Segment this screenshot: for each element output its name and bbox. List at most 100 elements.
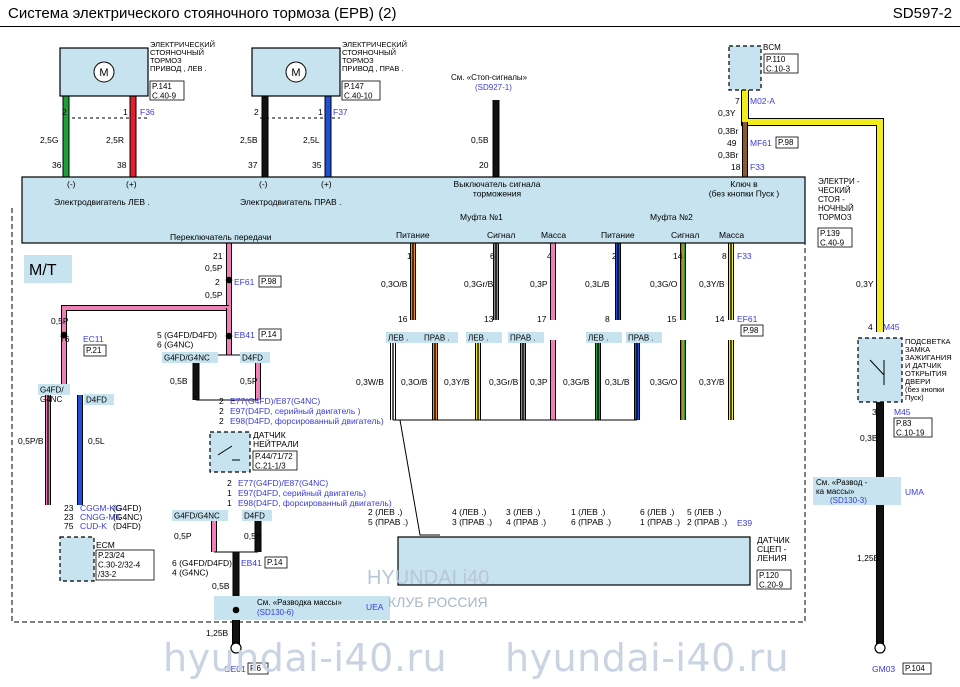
epb-module-box xyxy=(21,176,806,244)
cl-top-wire-5: 0,3Y/B xyxy=(699,279,725,289)
gp-gnd-ref: См. «Разводка массы» xyxy=(257,598,342,607)
clutch-tag-4-bg xyxy=(586,332,622,343)
gp-pin76: 76 xyxy=(60,334,70,344)
ign-switch-icon xyxy=(869,359,885,385)
page-title: Система электрического стояночного тормо… xyxy=(8,5,397,22)
cl-ref-ef61-frame xyxy=(740,324,764,337)
gp-conn-ec11: EC11 xyxy=(83,334,104,344)
diagram-code: SD597-2 xyxy=(892,5,952,22)
gp-w2-b: 0,5B xyxy=(244,531,262,541)
ecu-ground-1: Масса xyxy=(541,230,566,240)
ecu-pin-37: 37 xyxy=(248,160,258,170)
eb41-dot xyxy=(225,332,233,340)
rp-gnd-conn: UMA xyxy=(905,487,924,497)
cl-low-wire-5: 0,3G/B xyxy=(563,377,590,387)
wire-label-2-5b: 2,5B xyxy=(240,135,258,145)
ecu-plus1: (+) xyxy=(126,179,137,189)
gp-ref-ef61-frame xyxy=(258,275,282,288)
cl-top-wire-1: 0,3Gr/B xyxy=(464,279,494,289)
ecu-plus2: (+) xyxy=(321,179,332,189)
gp-conn-eb41: EB41 xyxy=(234,330,255,340)
gp-ecm: ECM xyxy=(96,540,115,550)
cl-pins-d: 1 (ЛЕВ .)6 (ПРАВ .) xyxy=(571,507,611,527)
motor-left-ref-frame xyxy=(149,80,185,101)
mt-frame xyxy=(11,208,806,623)
gp-ref-eb41b-frame xyxy=(264,556,288,569)
gp-ref-ec11: P.21 xyxy=(86,346,102,355)
gp-w1: 0,5P xyxy=(205,263,223,273)
gp-ecm-ref-frame xyxy=(95,549,155,581)
ecu-minus1: (-) xyxy=(67,179,76,189)
cl-mid-pin-4: 15 xyxy=(667,314,677,324)
mt-label: М/Т xyxy=(29,262,57,279)
gp-tag-g4: G4FD/G4NC xyxy=(164,354,210,363)
clutch-tag-5: ПРАВ . xyxy=(628,334,654,343)
ecu-signal-2: Сигнал xyxy=(671,230,699,240)
rp-ref-frame xyxy=(893,417,933,438)
clutch-tag-1: ПРАВ . xyxy=(424,334,450,343)
wire-label-2-5g: 2,5G xyxy=(40,135,58,145)
gp-gnd-conn: UEA xyxy=(366,602,384,612)
motor-icon-m-0: M xyxy=(99,67,108,79)
gp-conn-eb41b: EB41 xyxy=(241,558,262,568)
cl-mid-pin-5: 14 xyxy=(715,314,725,324)
gp-tag-d4: D4FD xyxy=(242,354,263,363)
bcm-wire1: 0,3Y xyxy=(718,108,736,118)
ecu-motor-r: Электродвигатель ПРАВ . xyxy=(240,197,341,207)
bcm-box xyxy=(728,45,762,91)
ecu-pin-36: 36 xyxy=(52,160,62,170)
uma-bg xyxy=(813,477,901,505)
gp-gnd-p: P.6 xyxy=(250,664,262,673)
motor-right-ref-frame xyxy=(341,80,381,101)
cl-low-wire-1: 0,3O/B xyxy=(401,377,428,387)
ecm-box xyxy=(59,536,95,582)
cl-ref-ef61: P.98 xyxy=(743,326,759,335)
wire-layer xyxy=(11,90,884,645)
stop-ref-link: (SD927-1) xyxy=(475,83,512,92)
watermark-logo: HYUNDAI i40 xyxy=(367,567,489,589)
stop-ref-text: См. «Стоп-сигналы» xyxy=(451,73,528,82)
ec11-dot xyxy=(60,331,68,339)
wire-label-2-5l: 2,5L xyxy=(303,135,320,145)
motor-icon-0 xyxy=(93,61,115,83)
gp-conn-ef61: EF61 xyxy=(234,277,255,287)
cl-conn-f33: F33 xyxy=(737,251,752,261)
motor-right-conn: F37 xyxy=(333,107,348,117)
motor-left-pin-a: 2 xyxy=(62,107,67,117)
gp-tag2-d4-bg xyxy=(242,510,272,521)
ecu-key: Ключ в(без кнопки Пуск ) xyxy=(709,179,780,199)
gp-w2: 0,5P xyxy=(205,290,223,300)
gp-gnd: GE01 xyxy=(224,664,246,674)
gp-e77-lines: E77(G4FD)/E87(G4NC)E97(D4FD, серийный дв… xyxy=(230,396,384,426)
gp-gnd-p-frame xyxy=(247,662,269,675)
gm03-ground xyxy=(874,642,886,654)
clutch-tag-5-bg xyxy=(626,332,662,343)
motor-left-pin-b: 1 xyxy=(123,107,128,117)
neutral-switch-icon xyxy=(217,445,240,461)
clutch-cross xyxy=(399,419,440,536)
ecu-pin-35: 35 xyxy=(312,160,322,170)
gp-tag2-d4: D4FD xyxy=(244,512,265,521)
header-bar: Система электрического стояночного тормо… xyxy=(0,0,960,27)
bcm-conn7: M02-A xyxy=(750,96,775,106)
gp-w-left: 0,5P xyxy=(51,316,69,326)
motor-right-pin-b: 1 xyxy=(318,107,323,117)
gp-e77b-lines: E77(G4FD)/E87(G4NC)E97(D4FD, серийный дв… xyxy=(238,478,392,508)
clutch-tag-2: ЛЕВ . xyxy=(468,334,488,343)
cl-low-wire-8: 0,3Y/B xyxy=(699,377,725,387)
ecu-side-ref-frame xyxy=(817,227,853,248)
gp-tag-g4-bg xyxy=(162,352,218,363)
gp-tag-left-g4-bg xyxy=(38,384,70,395)
gp-w2-p: 0,5P xyxy=(174,531,192,541)
gp-w-l: 0,5L xyxy=(88,436,105,446)
stop-wire-label: 0,5B xyxy=(471,135,489,145)
rp-gnd-p-frame xyxy=(902,662,932,675)
